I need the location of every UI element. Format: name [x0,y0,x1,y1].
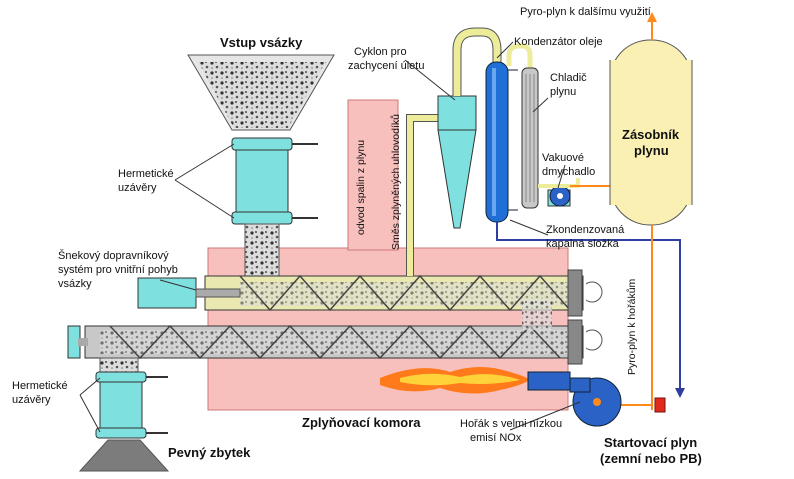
flue-gas-label: odvod spalin z plynu [355,139,367,235]
top-valve-label-1: Hermetické [118,168,174,180]
burner-label-1: Hořák s velmi nízkou [460,418,563,430]
gas-pipe [407,115,442,276]
screw-system-label-1: Šnekový dopravníkový [58,250,169,262]
solid-residue-label: Pevný zbytek [168,445,251,460]
gasification-chamber-label: Zplyňovací komora [302,415,421,430]
cyclone-label-1: Cyklon pro [354,46,407,58]
gas-mixture-label: Směs zplyněných uhlovodíků [390,114,402,250]
condenser-label: Kondenzátor oleje [514,36,603,48]
feed-hopper [187,54,335,131]
gas-storage-tank [609,39,693,226]
blower-label-1: Vakuové [542,152,584,164]
cooler-label-1: Chladič [550,72,587,84]
condensate-pipe [496,222,681,395]
vacuum-blower [547,185,571,207]
bottom-valve-label-2: uzávěry [12,394,51,406]
condensate-label-1: Zkondenzovaná [546,224,625,236]
condensate-label-2: kapalná složka [546,238,619,250]
bottom-hermetic-valve [95,357,168,439]
burner [380,367,622,427]
pyro-gas-use-label: Pyro-plyn k dalšímu využití [520,6,651,18]
leader-lines [79,41,581,433]
start-gas-valve [654,397,666,413]
oil-condenser [485,61,518,223]
cooler-label-2: plynu [550,86,577,98]
gas-cooler [521,67,539,209]
start-gas-label-1: Startovací plyn [604,435,698,450]
feed-input-label: Vstup vsázky [220,35,303,50]
screw-system-label-2: systém pro vnitřní pohyb [58,264,178,276]
cyclone-label-2: zachycení úletu [348,60,425,72]
pyro-gas-burner-label: Pyro-plyn k hořákům [626,278,638,375]
blower-label-2: dmychadlo [542,166,596,178]
tank-label-2: plynu [634,143,669,158]
lower-screw-conveyor [67,300,603,365]
cyclone-to-condenser-pipe [453,28,501,96]
top-hermetic-valve [231,137,318,225]
bottom-valve-label-1: Hermetické [12,380,68,392]
cyclone [437,95,477,229]
start-gas-label-2: (zemní nebo PB) [600,451,702,466]
top-valve-label-2: uzávěry [118,182,157,194]
feed-column [244,223,280,285]
tank-label-1: Zásobník [622,127,680,142]
screw-system-label-3: vsázky [58,278,92,290]
burner-label-2: emisí NOx [470,432,522,444]
upper-screw-conveyor [137,269,603,317]
solid-residue-pile [78,439,170,472]
